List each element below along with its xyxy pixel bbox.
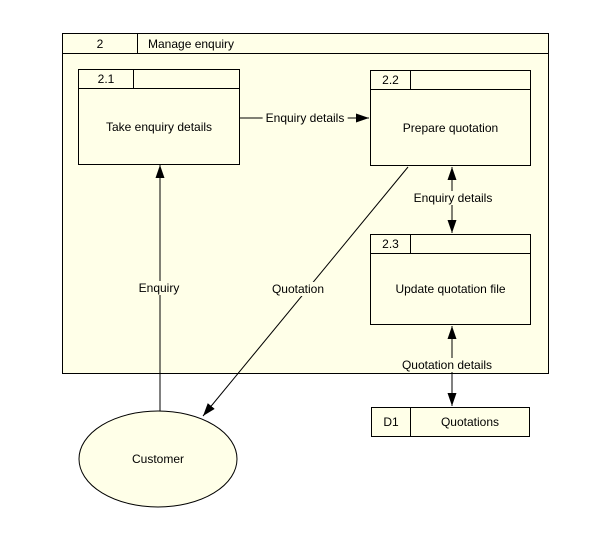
flow-label-enquiry-details: Enquiry details — [262, 111, 348, 125]
process-2-3-name: Update quotation file — [395, 282, 506, 296]
process-2-3-number: 2.3 — [371, 235, 411, 253]
flow-label-enquiry: Enquiry — [135, 281, 183, 295]
process-box-2-3: 2.3 Update quotation file — [370, 234, 531, 325]
data-store-name: Quotations — [440, 415, 500, 429]
data-store-d1: D1 Quotations — [371, 407, 530, 437]
process-group-number: 2 — [63, 34, 138, 53]
flow-label-enquiry-details-2: Enquiry details — [410, 191, 496, 205]
process-group-header: 2 Manage enquiry — [63, 34, 548, 54]
process-2-1-name: Take enquiry details — [105, 119, 213, 134]
data-store-id: D1 — [372, 408, 411, 436]
flow-label-quotation-details: Quotation details — [398, 358, 496, 372]
process-2-1-header: 2.1 — [79, 70, 239, 89]
process-2-2-name: Prepare quotation — [402, 120, 499, 135]
process-box-2-2: 2.2 Prepare quotation — [370, 70, 531, 166]
external-entity-customer-label: Customer — [131, 452, 185, 466]
process-box-2-1: 2.1 Take enquiry details — [78, 69, 240, 165]
process-2-1-number: 2.1 — [79, 70, 134, 88]
process-2-2-header: 2.2 — [371, 71, 530, 90]
process-2-2-number: 2.2 — [371, 71, 411, 89]
flow-label-quotation: Quotation — [268, 282, 328, 296]
process-group-title: Manage enquiry — [148, 36, 235, 51]
process-2-3-header: 2.3 — [371, 235, 530, 254]
